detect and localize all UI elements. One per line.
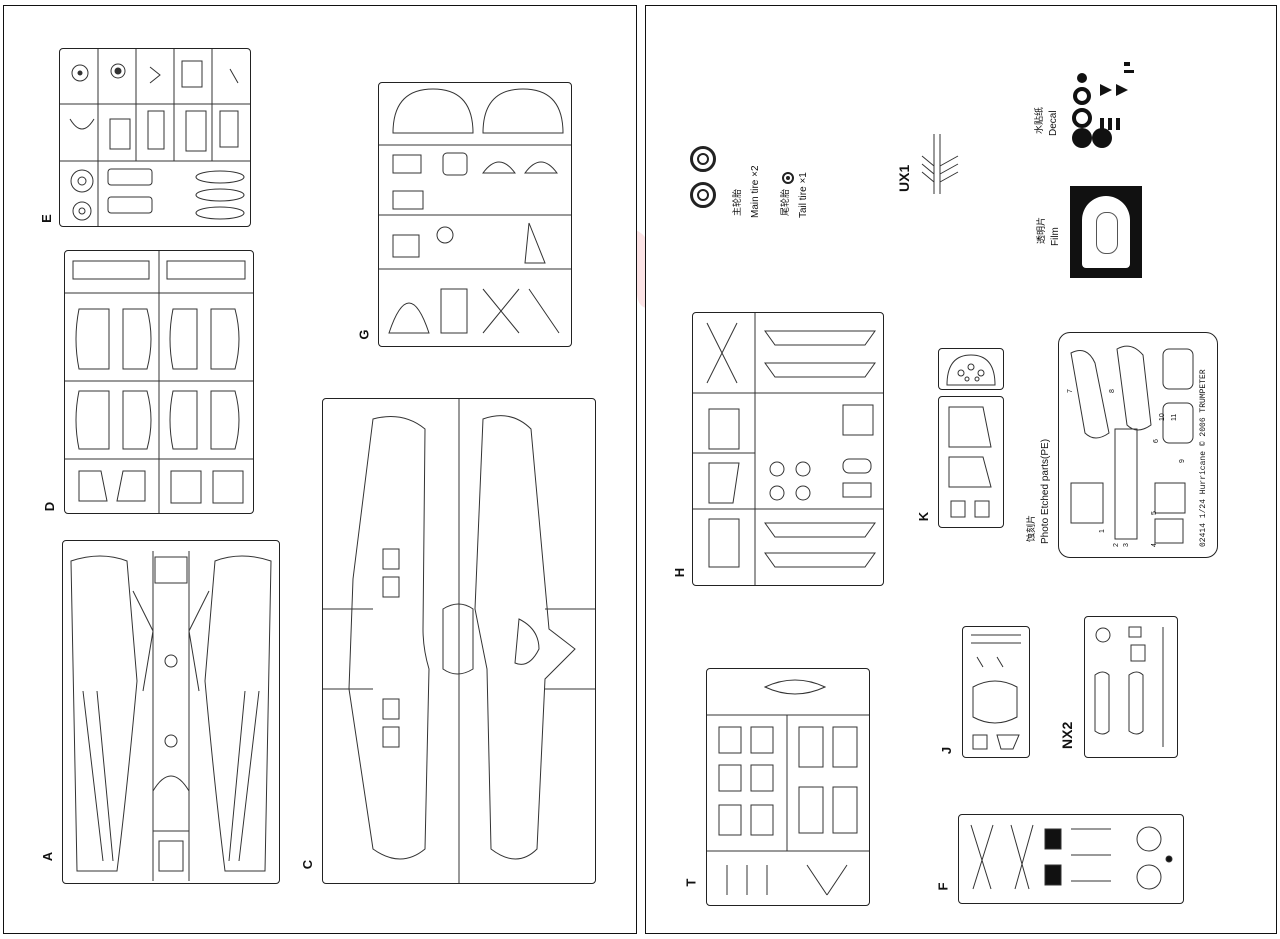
sprue-h-label: H <box>672 567 688 578</box>
sprue-d-label: D <box>42 501 58 512</box>
pe-part-number: 6 <box>1153 439 1160 443</box>
tail-tire-label: Tail tire ×1 <box>798 172 809 218</box>
pe-part-number: 1 <box>1099 529 1106 533</box>
pe-part-number: 8 <box>1109 389 1116 393</box>
sprue-nx2: NX2 <box>1059 616 1178 758</box>
sprue-a: A <box>40 540 280 884</box>
main-tire-label: Main tire ×2 <box>750 165 761 218</box>
sprue-e-parts <box>60 49 250 226</box>
right-page: 主轮胎 Main tire ×2 尾轮胎 Tail tire ×1 UX1 水贴… <box>645 5 1277 934</box>
sprue-k: K <box>916 396 1004 528</box>
sprue-j: J <box>939 626 1030 758</box>
film-label: Film <box>1050 227 1061 246</box>
sprue-g-parts <box>379 88 571 334</box>
tail-tire-label-cn: 尾轮胎 <box>780 188 790 216</box>
sprue-g: G <box>357 82 572 347</box>
sprue-e: E <box>39 48 251 227</box>
sprue-nx2-label: NX2 <box>1059 721 1075 749</box>
sprue-a-parts <box>70 551 272 881</box>
sprue-e-label: E <box>38 214 54 223</box>
pe-footer: 02414 1/24 Hurricane © 2006 TRUMPETER <box>1199 369 1208 547</box>
pe-fret: 02414 1/24 Hurricane © 2006 TRUMPETER 1 … <box>1058 332 1218 558</box>
left-page: E D <box>3 5 637 934</box>
sprue-t-label: T <box>683 878 699 887</box>
film-label-cn: 透明片 <box>1036 216 1046 244</box>
sprue-k-parts <box>948 406 992 518</box>
sprue-f: F <box>935 814 1184 904</box>
sprue-k <box>938 348 1004 390</box>
sprue-c-label: C <box>300 859 316 870</box>
pe-label: Photo Etched parts(PE) <box>1040 438 1051 544</box>
sprue-j-parts <box>971 634 1021 750</box>
sprue-j-label: J <box>939 746 955 755</box>
sprue-a-label: A <box>40 851 56 862</box>
pe-part-number: 5 <box>1151 511 1158 515</box>
pe-part-number: 10 <box>1159 413 1166 421</box>
film-sheet <box>1070 186 1142 278</box>
sprue-k-panel <box>946 354 996 386</box>
tail-tire-icon <box>782 172 794 184</box>
sprue-c-parts <box>323 399 595 883</box>
decal-label: Decal <box>1048 110 1059 136</box>
ux1-parts <box>921 134 959 194</box>
pe-part-number: 3 <box>1123 543 1130 547</box>
pe-part-number: 2 <box>1113 543 1120 547</box>
sprue-c: C <box>300 398 596 884</box>
sprue-d-parts <box>65 251 253 513</box>
sprue-t-parts <box>707 679 869 896</box>
ux1-label: UX1 <box>896 164 912 192</box>
main-tire-icon <box>690 146 716 172</box>
sprue-d: D <box>42 250 254 514</box>
sprue-f-parts <box>970 824 1173 890</box>
decal-label-cn: 水贴纸 <box>1034 106 1044 134</box>
pe-parts <box>1070 345 1194 544</box>
pe-part-number: 9 <box>1179 459 1186 463</box>
pe-label-cn: 蚀刻片 <box>1026 514 1036 542</box>
main-tire-label-cn: 主轮胎 <box>732 188 742 216</box>
sprue-t: T <box>683 668 870 906</box>
pe-part-number: 11 <box>1171 413 1178 421</box>
decal-sheet <box>1072 62 1134 148</box>
pe-part-number: 4 <box>1151 543 1158 547</box>
pe-part-number: 7 <box>1067 389 1074 393</box>
sprue-g-label: G <box>356 329 372 340</box>
sprue-f-label: F <box>935 882 951 891</box>
sprue-k-label: K <box>916 511 932 522</box>
main-tire-icon <box>690 182 716 208</box>
sprue-nx2-parts <box>1094 626 1164 747</box>
sprue-h-parts <box>693 313 883 585</box>
sprue-h: H <box>672 312 884 586</box>
